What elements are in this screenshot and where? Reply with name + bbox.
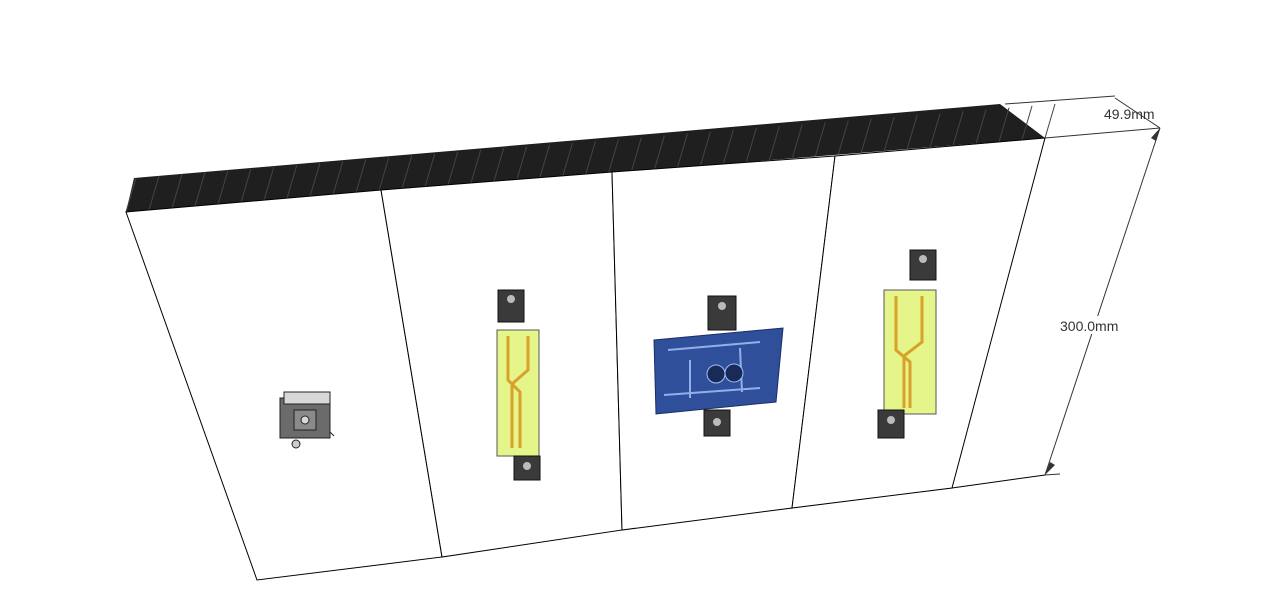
fin-edge xyxy=(906,114,918,150)
fin-edge xyxy=(539,144,551,179)
fin-edge xyxy=(585,140,596,176)
fin-edge xyxy=(516,146,528,181)
fin-edge xyxy=(424,153,436,189)
fin-edge xyxy=(745,127,757,163)
bridge-rectifier[interactable] xyxy=(279,391,335,449)
depth-dimension-label: 49.9mm xyxy=(1104,106,1155,122)
fin-edge xyxy=(630,137,642,172)
fin-edge xyxy=(562,142,574,177)
amplifier-board[interactable] xyxy=(653,295,784,437)
fin-edge xyxy=(240,168,252,203)
height-dimension-label: 300.0mm xyxy=(1060,318,1118,334)
fin-edge xyxy=(148,176,160,211)
fin-edge xyxy=(1021,105,1033,140)
fin-edge xyxy=(607,139,619,174)
depth-dimension[interactable]: 49.9mm xyxy=(1004,95,1161,139)
fin-edge xyxy=(722,129,734,165)
fin-edge xyxy=(975,109,987,144)
heatsink-fins[interactable] xyxy=(125,103,1056,213)
fin-edge xyxy=(814,122,826,157)
fin-edge xyxy=(401,155,413,190)
fin-edge xyxy=(493,148,505,183)
fin-edge xyxy=(332,161,344,196)
fin-edge xyxy=(470,150,482,185)
fin-edge xyxy=(1044,103,1056,139)
fin-edge xyxy=(860,118,872,153)
fin-edge xyxy=(699,131,711,166)
fin-edge xyxy=(998,107,1010,142)
fin-edge xyxy=(217,170,229,205)
fin-edge xyxy=(194,172,206,207)
fin-edge xyxy=(653,135,665,170)
fin-edge xyxy=(378,157,390,192)
height-dimension[interactable]: 300.0mm xyxy=(1044,127,1161,476)
fin-edge xyxy=(676,133,688,168)
fin-edge xyxy=(952,111,964,146)
fin-edge xyxy=(263,166,275,202)
fin-edge xyxy=(355,159,367,194)
fin-edge xyxy=(768,126,780,161)
fin-edge xyxy=(309,163,321,198)
fin-edge xyxy=(447,151,459,187)
fin-edge xyxy=(171,174,183,209)
fin-edge xyxy=(286,164,298,200)
driver-board-left[interactable] xyxy=(496,289,541,481)
fin-edge xyxy=(125,177,137,213)
fin-edge xyxy=(883,116,895,152)
fin-edge xyxy=(929,113,941,148)
driver-board-right[interactable] xyxy=(877,249,937,439)
fin-edge xyxy=(791,124,803,159)
fin-edge xyxy=(837,120,849,155)
